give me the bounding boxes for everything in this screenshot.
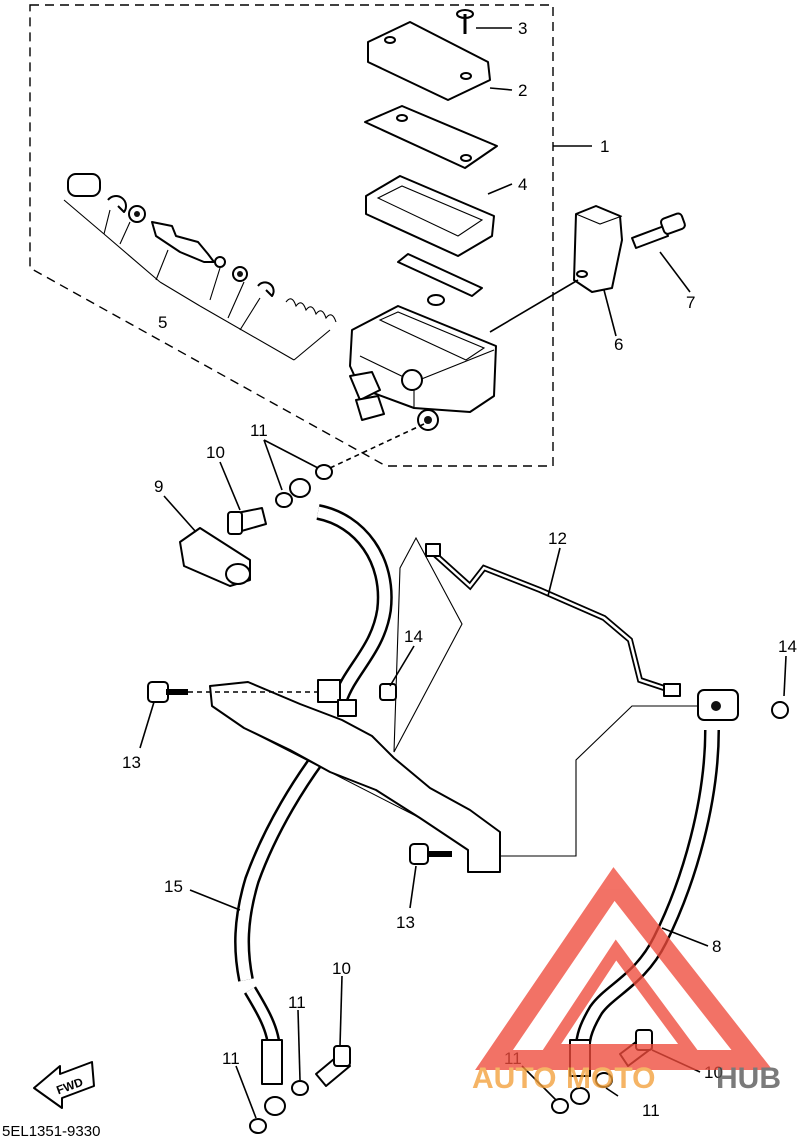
diaphragm-part — [365, 175, 495, 257]
union-bolt-part — [227, 507, 267, 535]
callout-5: 5 — [158, 313, 167, 332]
washer-part — [551, 1098, 569, 1114]
bracket-bolt-part — [147, 681, 188, 703]
screw-part — [456, 9, 474, 34]
washer-part — [595, 1072, 613, 1088]
catalog-code: 5EL1351-9330 — [2, 1123, 100, 1139]
union-bolt-part — [315, 1045, 351, 1087]
callout-3: 3 — [518, 19, 527, 38]
nut-part — [379, 683, 397, 701]
callout-9: 9 — [154, 477, 163, 496]
master-cylinder-body — [349, 294, 497, 431]
watermark-text-moto: MOTO — [566, 1062, 655, 1095]
callout-13-right: 13 — [396, 913, 415, 932]
washer-part — [315, 464, 333, 480]
banjo-fitting — [289, 478, 311, 498]
callout-8: 8 — [712, 937, 721, 956]
brake-pipe-part — [425, 543, 681, 697]
bracket-bolt-part — [409, 843, 452, 865]
hose-cover-part — [179, 527, 251, 587]
pipe-group-outline — [393, 536, 463, 753]
watermark-text-auto: AUTO — [472, 1062, 556, 1095]
callout-13-left: 13 — [122, 753, 141, 772]
callout-10-lower-left: 10 — [332, 959, 351, 978]
callout-14-left: 14 — [404, 627, 423, 646]
clamp-bolt-part — [631, 212, 686, 249]
callout-6: 6 — [614, 335, 623, 354]
callout-10-upper: 10 — [206, 443, 225, 462]
callout-1: 1 — [600, 137, 609, 156]
callout-14-right: 14 — [778, 637, 797, 656]
callout-4: 4 — [518, 175, 527, 194]
callout-11-lower-right-a: 11 — [642, 1101, 660, 1120]
callout-15: 15 — [164, 877, 183, 896]
clamp-part — [573, 205, 623, 293]
watermark-text-hub: HUB — [716, 1062, 781, 1095]
piston-kit-part — [63, 173, 337, 361]
joint-leader — [500, 705, 698, 857]
clamp-leader — [489, 279, 579, 333]
washer-part — [291, 1080, 309, 1096]
callout-leaders — [139, 27, 787, 1119]
forward-arrow: FWD — [33, 1061, 95, 1109]
three-way-joint-bracket — [209, 679, 501, 873]
callout-11-lower-left-a: 11 — [288, 993, 306, 1012]
callout-2: 2 — [518, 81, 527, 100]
diaphragm-plate-part — [364, 105, 498, 169]
callout-11-lower-left-b: 11 — [222, 1049, 240, 1068]
callout-labels: 3 2 1 4 5 7 6 11 10 9 12 14 14 13 13 15 … — [122, 19, 797, 1120]
reservoir-cap-part — [367, 21, 491, 101]
callout-11-upper: 11 — [250, 421, 268, 440]
assembly-boundary — [29, 4, 554, 467]
washer-part — [249, 1118, 267, 1134]
gasket-part — [397, 253, 483, 297]
callout-12: 12 — [548, 529, 567, 548]
upper-brake-hose — [234, 504, 393, 1116]
washer-part — [275, 492, 293, 508]
callout-7: 7 — [686, 293, 695, 312]
watermark-logo: AUTO MOTO HUB — [472, 867, 781, 1095]
